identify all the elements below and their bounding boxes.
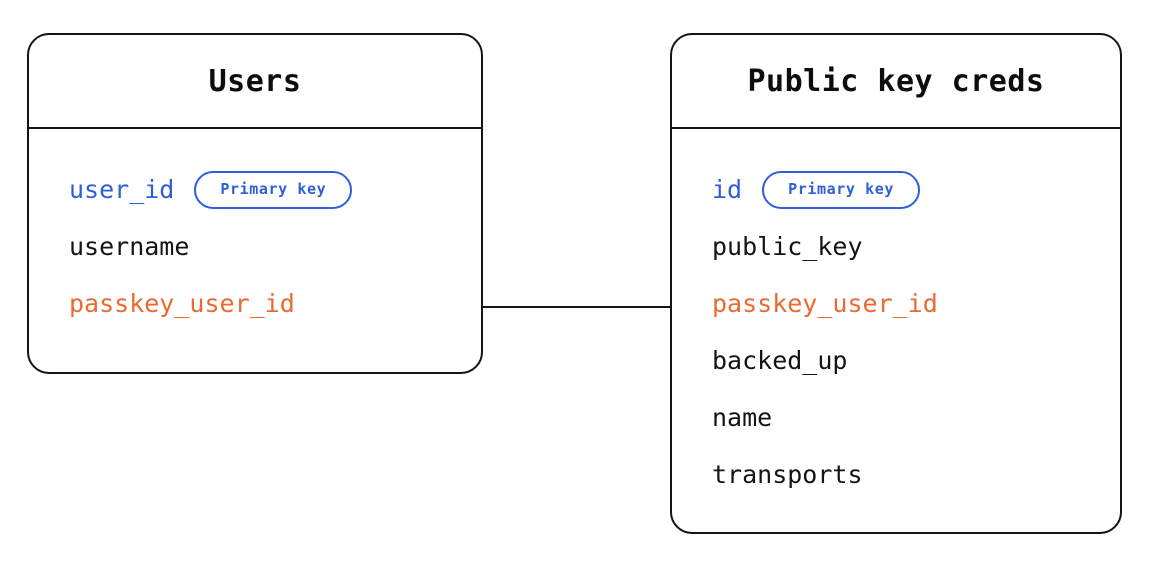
field-row[interactable]: passkey_user_id — [712, 275, 1120, 332]
field-row[interactable]: transports — [712, 446, 1120, 503]
field-username: username — [69, 232, 190, 261]
field-row[interactable]: public_key — [712, 218, 1120, 275]
relationship-connector-users-to-creds — [482, 306, 672, 308]
field-row[interactable]: id Primary key — [712, 161, 1120, 218]
field-public-key: public_key — [712, 232, 863, 261]
field-id: id — [712, 175, 743, 204]
entity-users-fields: user_id Primary key username passkey_use… — [29, 129, 481, 372]
primary-key-badge: Primary key — [194, 170, 353, 209]
entity-public-key-creds-header: Public key creds — [672, 35, 1120, 129]
entity-public-key-creds-fields: id Primary key public_key passkey_user_i… — [672, 129, 1120, 532]
field-user-id: user_id — [69, 175, 175, 204]
field-transports: transports — [712, 460, 863, 489]
field-row[interactable]: passkey_user_id — [69, 275, 481, 332]
entity-public-key-creds[interactable]: Public key creds id Primary key public_k… — [670, 33, 1122, 534]
entity-users-title: Users — [208, 63, 302, 99]
field-row[interactable]: username — [69, 218, 481, 275]
primary-key-badge: Primary key — [762, 170, 921, 209]
field-row[interactable]: user_id Primary key — [69, 161, 481, 218]
field-row[interactable]: name — [712, 389, 1120, 446]
field-passkey-user-id: passkey_user_id — [69, 289, 295, 318]
field-name: name — [712, 403, 773, 432]
field-row[interactable]: backed_up — [712, 332, 1120, 389]
entity-users[interactable]: Users user_id Primary key username passk… — [27, 33, 483, 374]
field-backed-up: backed_up — [712, 346, 848, 375]
field-passkey-user-id: passkey_user_id — [712, 289, 938, 318]
entity-public-key-creds-title: Public key creds — [747, 63, 1045, 99]
entity-users-header: Users — [29, 35, 481, 129]
